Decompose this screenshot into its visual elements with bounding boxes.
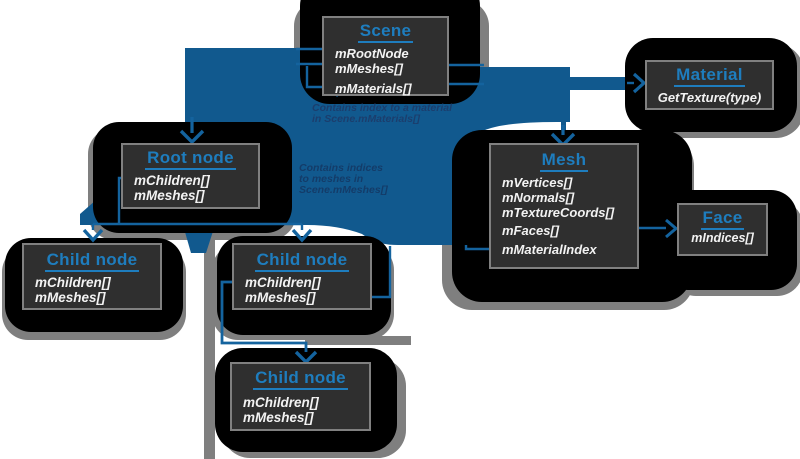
node-field: mVertices[] bbox=[502, 175, 573, 190]
node-fields: mIndices[] bbox=[679, 231, 766, 246]
node-title: Child node bbox=[253, 369, 348, 390]
node-fields: mChildren[] mMeshes[] bbox=[123, 173, 258, 203]
node-field: mNormals[] bbox=[502, 190, 575, 205]
node-field: mFaces[] bbox=[502, 223, 560, 238]
annotation-material-index: Contains index to a material in Scene.mM… bbox=[312, 103, 452, 125]
node-box-mesh: Mesh mVertices[] mNormals[] mTextureCoor… bbox=[489, 143, 639, 269]
node-title: Face bbox=[700, 209, 745, 230]
node-fields: mChildren[] mMeshes[] bbox=[234, 275, 370, 305]
shadow-strip bbox=[204, 240, 215, 459]
node-title-wrap: Face bbox=[679, 209, 766, 230]
node-field: mChildren[] bbox=[243, 395, 319, 410]
node-field: mMeshes[] bbox=[35, 290, 106, 305]
node-field: mTextureCoords[] bbox=[502, 205, 615, 220]
node-field: mMeshes[] bbox=[245, 290, 316, 305]
node-field: mChildren[] bbox=[134, 173, 210, 188]
node-fields: mVertices[] mNormals[] mTextureCoords[] … bbox=[491, 175, 637, 257]
node-title-wrap: Scene bbox=[324, 22, 447, 43]
node-box-child2: Child node mChildren[] mMeshes[] bbox=[232, 243, 372, 310]
node-field: mChildren[] bbox=[245, 275, 321, 290]
node-title: Child node bbox=[254, 251, 350, 272]
node-title-wrap: Root node bbox=[123, 149, 258, 170]
annotation-line: Scene.mMeshes[] bbox=[299, 184, 388, 196]
node-box-root: Root node mChildren[] mMeshes[] bbox=[121, 143, 260, 209]
node-box-scene: Scene mRootNode mMeshes[] mMaterials[] bbox=[322, 16, 449, 96]
arrowhead-to-face bbox=[665, 218, 679, 239]
node-field: mMeshes[] bbox=[134, 188, 205, 203]
annotation-line: to meshes in bbox=[299, 173, 364, 185]
node-box-material: Material GetTexture(type) bbox=[645, 60, 774, 110]
node-field: mRootNode bbox=[335, 46, 409, 61]
node-fields: mChildren[] mMeshes[] bbox=[24, 275, 160, 305]
connector-materialindex bbox=[464, 245, 497, 251]
node-fields: mRootNode mMeshes[] mMaterials[] bbox=[324, 46, 447, 96]
annotation-mesh-indices: Contains indices to meshes in Scene.mMes… bbox=[299, 163, 388, 196]
node-box-face: Face mIndices[] bbox=[677, 203, 768, 256]
connector-child2-children bbox=[220, 280, 308, 352]
annotation-line: in Scene.mMaterials[] bbox=[312, 113, 420, 125]
node-title-wrap: Child node bbox=[234, 251, 370, 272]
node-title: Root node bbox=[145, 149, 236, 170]
node-box-child3: Child node mChildren[] mMeshes[] bbox=[230, 362, 371, 431]
node-fields: GetTexture(type) bbox=[647, 90, 772, 105]
arrowhead-to-material-box bbox=[632, 72, 647, 94]
node-title: Mesh bbox=[539, 151, 589, 172]
connector-root-children bbox=[91, 176, 304, 230]
node-fields: mChildren[] mMeshes[] bbox=[232, 395, 369, 425]
node-title-wrap: Mesh bbox=[491, 151, 637, 172]
node-field: GetTexture(type) bbox=[657, 90, 762, 105]
node-field: mMeshes[] bbox=[243, 410, 314, 425]
annotation-line: Contains indices bbox=[299, 162, 384, 174]
node-title-wrap: Child node bbox=[24, 251, 160, 272]
node-field: mMaterialIndex bbox=[502, 242, 597, 257]
node-title: Child node bbox=[44, 251, 140, 272]
arrowhead-to-child1 bbox=[82, 228, 104, 243]
annotation-line: Contains index to a material bbox=[312, 102, 453, 114]
node-title-wrap: Child node bbox=[232, 369, 369, 390]
arrowhead-to-child2 bbox=[291, 228, 313, 243]
node-title: Scene bbox=[357, 22, 414, 43]
node-field: mChildren[] bbox=[35, 275, 111, 290]
node-box-child1: Child node mChildren[] mMeshes[] bbox=[22, 243, 162, 310]
shadow-band bbox=[305, 336, 411, 345]
node-title-wrap: Material bbox=[647, 66, 772, 87]
node-field: mMeshes[] bbox=[335, 61, 403, 76]
arrowhead-to-root-node bbox=[179, 129, 205, 145]
node-field: mMaterials[] bbox=[335, 81, 412, 96]
node-field: mIndices[] bbox=[691, 231, 754, 245]
node-title: Material bbox=[674, 66, 745, 87]
